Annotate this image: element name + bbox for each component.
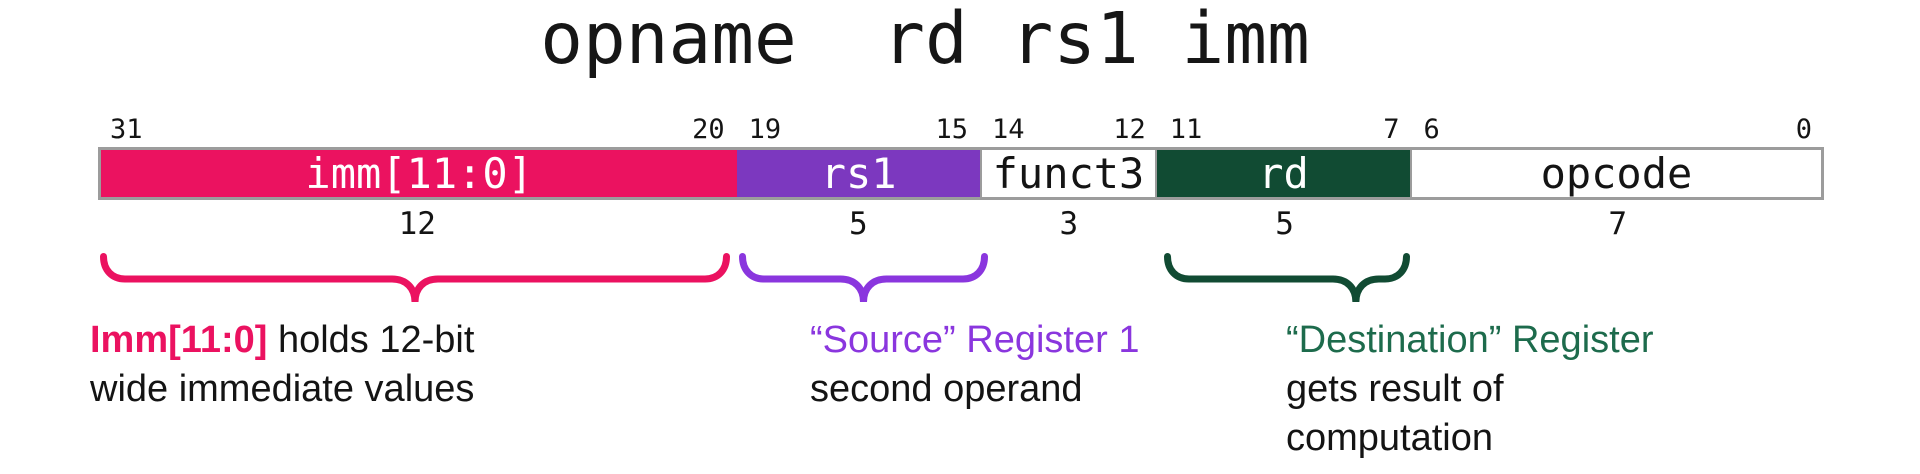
caption-highlight: “Source” Register 1 <box>810 319 1140 361</box>
caption-highlight: Imm[11:0] <box>90 319 268 361</box>
bit-index-row: 31 20 19 15 14 12 11 7 6 0 <box>98 113 1824 147</box>
caption-text: holds 12-bit <box>267 319 475 361</box>
field-label-rs1: rs1 <box>820 150 897 197</box>
caption-line: second operand <box>810 365 1139 414</box>
field-width-row: 12 5 3 5 7 <box>98 207 1824 241</box>
caption-text: second operand <box>810 368 1083 410</box>
field-opcode: opcode <box>1409 150 1821 197</box>
field-label-imm: imm[11:0] <box>305 150 533 197</box>
width-opcode: 7 <box>1608 206 1628 242</box>
caption-text: computation <box>1286 417 1494 459</box>
bit-range-opcode: 6 0 <box>1411 113 1824 147</box>
bit-range-imm: 31 20 <box>98 113 737 147</box>
caption-text: wide immediate values <box>90 368 475 410</box>
bit-range-rd: 11 7 <box>1158 113 1412 147</box>
field-label-funct3: funct3 <box>992 150 1145 197</box>
caption-line: “Destination” Register <box>1286 316 1653 365</box>
caption-highlight: “Destination” Register <box>1286 319 1654 361</box>
field-imm: imm[11:0] <box>101 150 738 197</box>
caption-text: gets result of <box>1286 368 1504 410</box>
caption-line: “Source” Register 1 <box>810 316 1139 365</box>
width-imm: 12 <box>398 206 436 242</box>
bit-lo-opcode: 0 <box>1795 114 1812 145</box>
width-rs1: 5 <box>848 206 868 242</box>
field-bar: imm[11:0] rs1 funct3 rd opcode <box>98 147 1824 200</box>
bit-lo-rs1: 15 <box>935 114 968 145</box>
bit-hi-opcode: 6 <box>1423 114 1440 145</box>
caption-line: Imm[11:0] holds 12-bit <box>90 316 474 365</box>
caption-line: computation <box>1286 414 1653 463</box>
bit-lo-rd: 7 <box>1383 114 1400 145</box>
bit-range-funct3: 14 12 <box>980 113 1158 147</box>
instruction-format-diagram: 31 20 19 15 14 12 11 7 6 0 imm[11:0] <box>98 113 1824 241</box>
field-rs1: rs1 <box>737 150 980 197</box>
rd-underbrace-icon <box>1164 253 1410 303</box>
field-rd: rd <box>1157 150 1410 197</box>
bit-lo-funct3: 12 <box>1113 114 1146 145</box>
bit-hi-rs1: 19 <box>748 114 782 145</box>
field-label-rd: rd <box>1258 150 1309 197</box>
bit-hi-funct3: 14 <box>991 114 1025 145</box>
width-rd: 5 <box>1275 206 1294 242</box>
bit-hi-rd: 11 <box>1169 114 1203 145</box>
imm-underbrace-icon <box>100 253 730 303</box>
bit-lo-imm: 20 <box>692 114 725 145</box>
field-funct3: funct3 <box>979 150 1158 197</box>
caption-line: gets result of <box>1286 365 1653 414</box>
caption-rd: “Destination” Register gets result of comp… <box>1286 316 1653 463</box>
caption-rs1: “Source” Register 1 second operand <box>810 316 1139 414</box>
bit-range-rs1: 19 15 <box>737 113 980 147</box>
rs1-underbrace-icon <box>739 253 988 303</box>
field-label-opcode: opcode <box>1540 150 1693 197</box>
width-funct3: 3 <box>1059 206 1079 242</box>
page-title: opname rd rs1 imm <box>540 0 1310 80</box>
bit-hi-imm: 31 <box>110 114 143 145</box>
caption-line: wide immediate values <box>90 365 474 414</box>
